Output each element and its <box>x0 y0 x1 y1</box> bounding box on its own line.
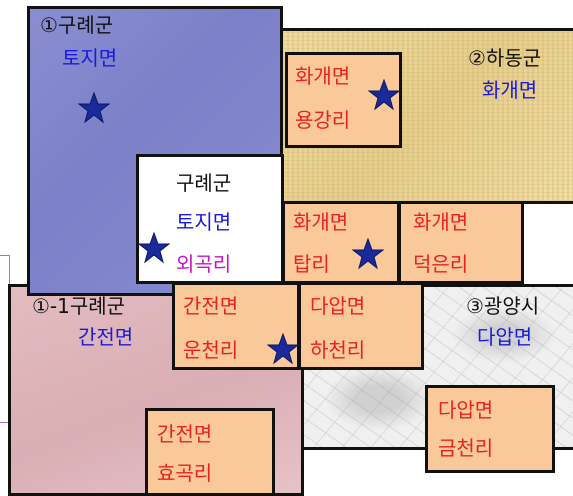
uncheon-village: 운천리 <box>183 338 239 362</box>
star-icon <box>368 79 400 111</box>
hacheon-township: 다압면 <box>310 294 366 318</box>
region-gwangyang-name: 다압면 <box>477 325 533 349</box>
star-icon <box>78 92 110 124</box>
star-icon <box>352 238 384 270</box>
star-icon <box>138 232 170 264</box>
hyogok-village: 효곡리 <box>157 461 213 485</box>
uncheon-township: 간전면 <box>183 294 239 318</box>
oegok-township: 토지면 <box>176 210 232 234</box>
region-ganjeon-name: 간전면 <box>78 325 134 349</box>
region-gurye-toji-name: 토지면 <box>62 46 118 70</box>
region-gurye-toji-number: ①구례군 <box>40 13 114 37</box>
region-hadong-name: 화개면 <box>482 78 538 102</box>
geumcheon-township: 다압면 <box>438 398 494 422</box>
box-geumcheon-village <box>425 385 555 473</box>
deogeun-township: 화개면 <box>413 210 469 234</box>
tap-village: 탑리 <box>293 252 330 276</box>
hyogok-township: 간전면 <box>157 422 213 446</box>
box-deogeun-village <box>398 201 524 284</box>
region-hadong-number: ②하동군 <box>468 46 542 70</box>
oegok-village: 외곡리 <box>176 252 232 276</box>
deogeun-village: 덕은리 <box>413 252 469 276</box>
box-hyogok-village <box>145 408 275 496</box>
yonggang-township: 화개면 <box>295 64 351 88</box>
tap-township: 화개면 <box>293 210 349 234</box>
region-ganjeon-number: ①-1구례군 <box>32 294 126 318</box>
hacheon-village: 하천리 <box>310 338 366 362</box>
star-icon <box>267 333 299 365</box>
yonggang-village: 용강리 <box>295 108 351 132</box>
geumcheon-village: 금천리 <box>438 436 494 460</box>
box-hacheon-village <box>298 282 424 370</box>
region-gwangyang-number: ③광양시 <box>466 294 540 318</box>
oegok-county: 구례군 <box>176 171 232 195</box>
